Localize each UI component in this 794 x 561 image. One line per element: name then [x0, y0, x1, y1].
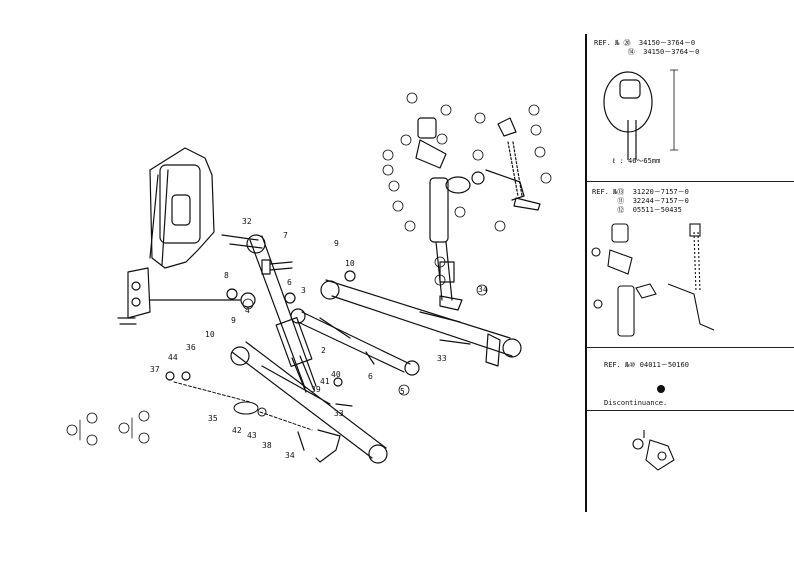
washer-part-figure: [657, 385, 665, 393]
callout-34b: 34: [478, 285, 488, 294]
legend-divider: [585, 34, 587, 512]
callout-36: 36: [186, 343, 196, 352]
callout-7: 7: [283, 231, 288, 240]
hitch-exploded-diagram: [66, 92, 552, 464]
callout-6b: 6: [368, 372, 373, 381]
callout-5: 5: [400, 387, 405, 396]
callout-3: 3: [301, 286, 306, 295]
lift-rod-assembly: [415, 117, 525, 311]
bolts: [165, 270, 471, 451]
callout-33b: 33: [437, 354, 447, 363]
callout-38: 38: [262, 441, 272, 450]
lift-rod: [290, 308, 420, 376]
lift-assembly-detail-figure: [591, 223, 715, 337]
callout-10b: 10: [205, 330, 215, 339]
callout-42: 42: [232, 426, 242, 435]
callout-37: 37: [150, 365, 160, 374]
callout-4: 4: [245, 306, 250, 315]
part-markers: [66, 92, 552, 446]
ref-2-line-2: ⑪ 32244－7157－0: [592, 197, 689, 205]
bracket-detail-figure: [632, 430, 675, 471]
callout-44: 44: [168, 353, 178, 362]
ref-2-line-1: REF. №⑬ 31220－7157－0: [592, 188, 689, 196]
ref-3-line-1: REF. №⑩ 04011－50160: [604, 361, 689, 369]
callout-39: 39: [311, 385, 321, 394]
callout-10: 10: [345, 259, 355, 268]
pin-7: [261, 259, 293, 275]
callout-40: 40: [331, 370, 341, 379]
callout-35: 35: [208, 414, 218, 423]
check-chain: [173, 381, 313, 431]
lever-assembly: [497, 117, 541, 211]
legend-separator-1: [587, 181, 794, 182]
callout-43: 43: [247, 431, 257, 440]
callout-9b: 9: [231, 316, 236, 325]
lower-link-right: [320, 279, 522, 358]
callout-32: 32: [242, 217, 252, 226]
bracket-34: [315, 333, 501, 463]
ref-2-line-3: ⑫ 05511－50435: [592, 206, 682, 214]
rear-frame: [117, 147, 263, 325]
note-length: ℓ : 46～65mm: [612, 157, 661, 165]
note-discontinuance: Discontinuance.: [604, 399, 668, 407]
lower-link-left: [230, 341, 388, 464]
top-link: [246, 234, 317, 393]
callout-2: 2: [321, 346, 326, 355]
callout-8: 8: [224, 271, 229, 280]
callout-6: 6: [287, 278, 292, 287]
callout-41: 41: [320, 377, 330, 386]
callout-34: 34: [285, 451, 295, 460]
callout-33: 33: [334, 409, 344, 418]
legend-separator-3: [587, 410, 794, 411]
ref-1-line-1: REF. № ⑳ 34150－3764－0: [594, 39, 696, 47]
callout-9: 9: [334, 239, 339, 248]
pin-detail-figure: [603, 69, 678, 160]
ref-1-line-2: ⑭ 34150－3764－0: [594, 48, 700, 56]
legend-separator-2: [587, 347, 794, 348]
